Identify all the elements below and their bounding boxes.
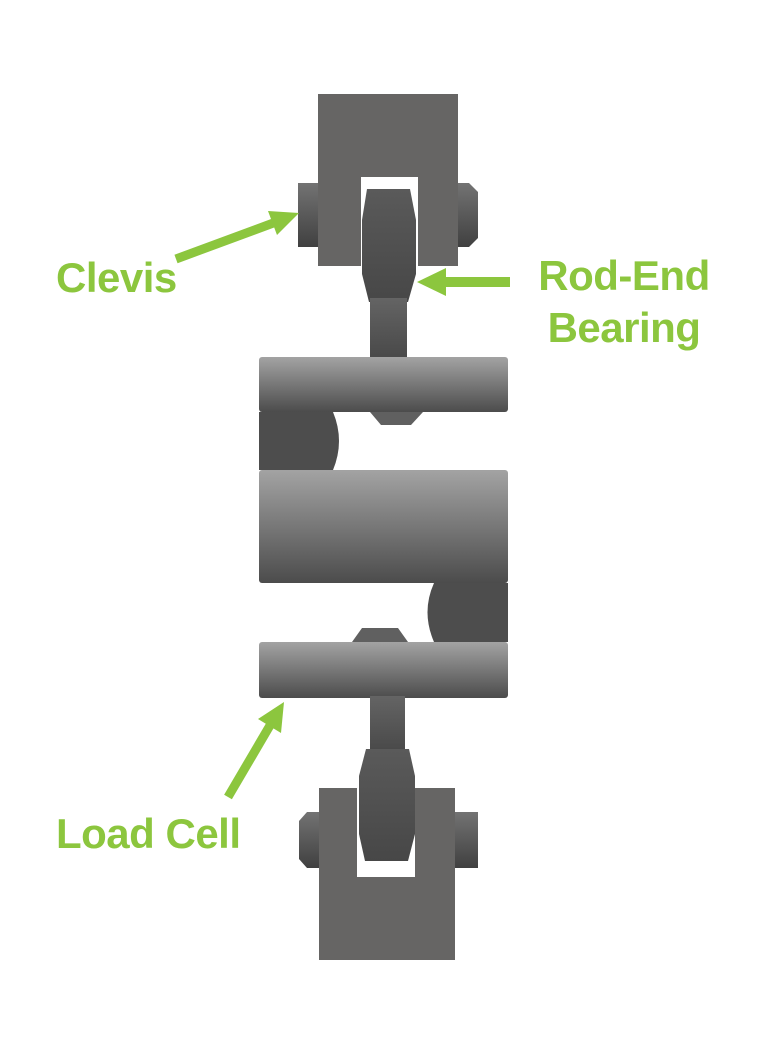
load-cell-left-web (259, 412, 339, 470)
top-clevis-pin-left (298, 183, 319, 247)
top-clevis-pin-right (458, 183, 478, 247)
clevis-arrow-shaft (174, 217, 278, 264)
rod-end-bearing-arrow (417, 268, 510, 296)
bottom-clevis-pin-right (455, 812, 478, 868)
load-cell-middle-beam (259, 470, 508, 583)
load-cell-lower-stud-end (352, 628, 408, 642)
clevis-label: Clevis (56, 254, 177, 301)
load-cell-arrow-head-icon (258, 702, 284, 733)
top-bearing-shank (370, 298, 407, 358)
clevis-arrow-head-icon (268, 211, 299, 235)
top-bearing-barrel (362, 189, 416, 302)
top-rod-end-bearing (362, 189, 416, 358)
rod-end-bearing-label: Rod-End Bearing (524, 250, 724, 354)
load-cell-top-beam (259, 357, 508, 412)
bottom-bearing-barrel (359, 749, 415, 861)
clevis-arrow (174, 211, 299, 264)
bottom-clevis-pin-left (299, 812, 319, 868)
rod-end-bearing-label-line2: Bearing (547, 304, 701, 351)
rod-end-arrow-head-icon (417, 268, 446, 296)
load-cell-arrow-shaft (224, 719, 276, 800)
load-cell-bottom-beam (259, 642, 508, 698)
load-cell-upper-stud-end (370, 412, 423, 425)
load-cell-arrow (224, 702, 284, 800)
rod-end-bearing-label-line1: Rod-End (538, 252, 710, 299)
load-cell-right-web (427, 583, 508, 642)
load-cell-label: Load Cell (56, 810, 241, 857)
load-cell-body (259, 357, 508, 698)
bottom-bearing-shank (370, 696, 405, 752)
